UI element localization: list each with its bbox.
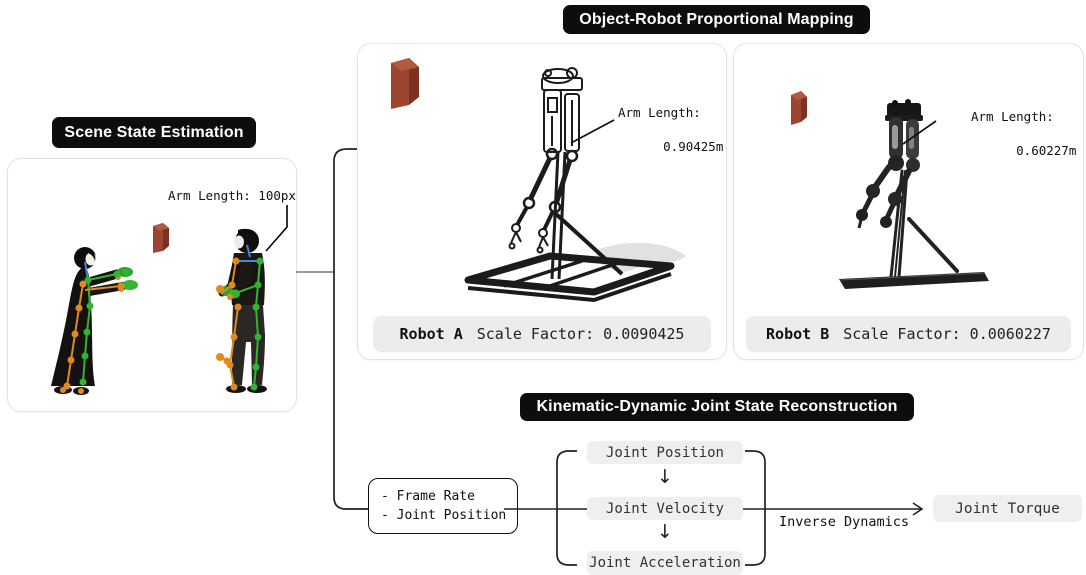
robot-a-caption: Robot A Scale Factor: 0.0090425	[373, 316, 711, 352]
annotation-line2: 0.60227m	[1016, 143, 1077, 158]
keypoints-green	[79, 268, 130, 386]
output-joint-torque: Joint Torque	[933, 495, 1082, 522]
banner-kinematic-dynamic-reconstruction: Kinematic-Dynamic Joint State Reconstruc…	[520, 393, 914, 421]
right-bracket	[745, 450, 766, 566]
brick-object-icon	[391, 58, 419, 109]
flow-input-box: - Frame Rate - Joint Position	[368, 478, 518, 534]
input-joint-position: - Joint Position	[381, 508, 507, 523]
keypoints-orange	[216, 257, 242, 391]
input-frame-rate: - Frame Rate	[381, 489, 475, 504]
robot-b-scale-factor: Scale Factor: 0.0060227	[843, 325, 1051, 343]
robot-a-arm-length-annotation: Arm Length: 0.90425m	[618, 104, 723, 172]
brick-object-icon	[791, 91, 807, 125]
stage-joint-velocity: Joint Velocity	[587, 497, 743, 520]
skeleton-bones-blue	[236, 244, 260, 262]
annotation-line2: 0.90425m	[663, 139, 724, 154]
down-arrow-icon: ↓	[657, 521, 673, 543]
arrowhead-icon	[912, 502, 924, 516]
stage-joint-position: Joint Position	[587, 441, 743, 464]
stage-joint-acceleration: Joint Acceleration	[587, 551, 743, 575]
banner-object-robot-mapping: Object-Robot Proportional Mapping	[563, 5, 870, 34]
robot-a-scale-factor: Scale Factor: 0.0090425	[476, 325, 685, 343]
keypoints-green	[232, 257, 264, 391]
inverse-dynamics-label: Inverse Dynamics	[779, 514, 910, 530]
keypoints-orange	[60, 280, 125, 394]
scene-arm-length-annotation: Arm Length: 100px	[168, 188, 296, 203]
down-arrow-icon: ↓	[657, 466, 673, 488]
robot-b-caption: Robot B Scale Factor: 0.0060227	[746, 316, 1071, 352]
human-pose-figure-left	[51, 247, 138, 395]
scene-panel: Arm Length: 100px	[7, 158, 297, 412]
annotation-line1: Arm Length:	[971, 109, 1054, 124]
robot-b-arm-length-annotation: Arm Length: 0.60227m	[971, 108, 1076, 176]
robot-b-panel: Arm Length: 0.60227m Robot B Scale Facto…	[733, 43, 1084, 360]
robot-a-panel: Arm Length: 0.90425m Robot A Scale Facto…	[357, 43, 727, 360]
robot-b-name: Robot B	[766, 325, 830, 343]
brick-object-icon	[153, 223, 169, 253]
human-pose-figure-right	[216, 228, 267, 393]
robot-a-illustration	[464, 67, 686, 303]
annotation-line1: Arm Length:	[618, 105, 701, 120]
robot-a-name: Robot A	[399, 325, 463, 343]
banner-scene-state-estimation: Scene State Estimation	[52, 117, 256, 148]
left-bracket	[556, 450, 577, 566]
